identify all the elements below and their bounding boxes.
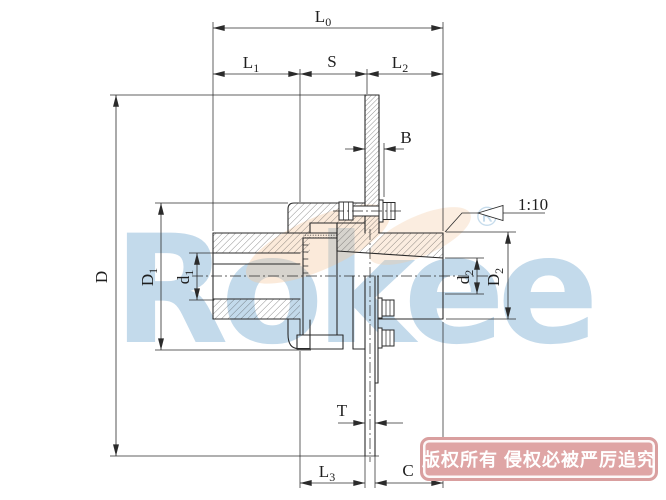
sleeve-taper-bore <box>336 250 444 259</box>
taper-triangle-icon <box>476 204 504 222</box>
dim-label-S: S <box>327 52 336 71</box>
taper-label: 1:10 <box>518 195 548 214</box>
dim-label-L2: L2 <box>392 53 408 75</box>
copyright-stamp: 版权所有 侵权必被严厉追究 <box>420 437 658 481</box>
bolt-lower1-washer <box>377 297 383 319</box>
dim-label-d1: d1 <box>174 270 196 285</box>
taper-leader-line <box>444 212 545 233</box>
bolt-lower2-facets <box>385 330 391 346</box>
bolt-lower2-washer <box>377 327 383 349</box>
hub-left-flange-section <box>213 203 310 253</box>
dim-label-L3: L3 <box>319 462 335 484</box>
dim-label-T: T <box>337 401 348 420</box>
dimension-labels: L0 L1 S L2 B T L3 C D D1 d1 d2 D2 <box>92 7 506 484</box>
extension-lines <box>110 22 516 488</box>
bolt-lower2-head <box>381 329 395 347</box>
housing-flange-top <box>287 202 366 234</box>
bolt-lower1-head <box>381 299 395 317</box>
sleeve-section <box>337 223 443 258</box>
bolt-lower1-facets <box>385 300 391 316</box>
dim-label-D: D <box>92 271 111 283</box>
elastomer-spider-band <box>303 233 337 239</box>
dim-label-L1: L1 <box>243 53 259 75</box>
dim-label-d2: d2 <box>454 270 476 285</box>
centerlines <box>192 210 495 462</box>
dim-label-D1: D1 <box>138 268 160 286</box>
dim-label-D2: D2 <box>484 268 506 286</box>
dim-label-C: C <box>402 461 413 480</box>
dim-label-L0: L0 <box>315 7 331 29</box>
brake-disc-section <box>365 95 379 233</box>
taper-callout: 1:10 <box>444 195 548 233</box>
hub-left-lower-section <box>213 299 300 319</box>
copyright-stamp-text: 版权所有 侵权必被严厉追究 <box>422 450 656 470</box>
dimension-lines <box>113 25 511 486</box>
dim-label-B: B <box>400 128 411 147</box>
spider-serrations <box>302 244 309 274</box>
